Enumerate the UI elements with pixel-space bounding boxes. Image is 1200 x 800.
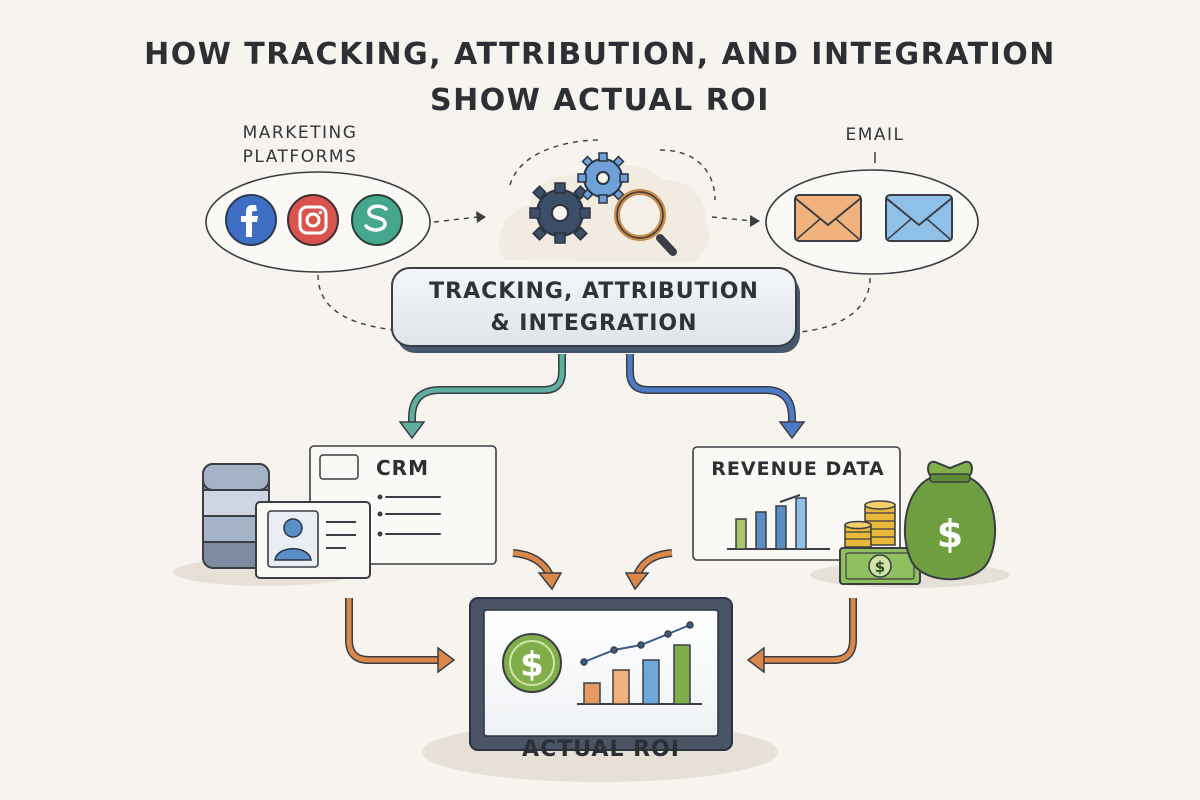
email-label: EMAIL (845, 125, 905, 145)
title-line-2: SHOW ACTUAL ROI (430, 83, 770, 118)
growth-chart-icon (577, 621, 702, 705)
hub-box (391, 267, 797, 347)
revenue-data-label: REVENUE DATA (711, 458, 885, 480)
email-group (765, 152, 979, 275)
orange-arrow-revenue-left (746, 598, 857, 674)
s-logo-icon (351, 194, 403, 246)
crm-label: CRM (376, 456, 429, 480)
title-line-1: HOW TRACKING, ATTRIBUTION, AND INTEGRATI… (144, 37, 1056, 72)
marketing-label-line-2: PLATFORMS (242, 147, 358, 167)
coin-stack-icon (844, 500, 896, 548)
marketing-label-line-1: MARKETING (242, 123, 358, 143)
gear-small-icon (577, 152, 629, 204)
dashed-connectors (317, 139, 871, 333)
roi-group: $ (422, 597, 778, 782)
dollar-coin-icon: $ (502, 633, 562, 693)
envelope-orange-icon (794, 194, 862, 242)
bar-chart-icon (727, 494, 830, 550)
envelope-blue-icon (885, 194, 953, 242)
crm-lines (377, 494, 441, 537)
arrowhead-left (476, 211, 486, 223)
gear-icon (529, 182, 591, 244)
marketing-platforms-label: MARKETING PLATFORMS (190, 121, 410, 169)
facebook-icon (225, 194, 277, 246)
orange-arrow-crm-left (345, 598, 456, 674)
svg-text:$: $ (875, 558, 885, 576)
hub-label: TRACKING, ATTRIBUTION & INTEGRATION (392, 276, 796, 340)
crm-group (173, 445, 497, 586)
orange-arrow-crm-down (512, 549, 563, 591)
svg-text:$: $ (937, 512, 963, 556)
money-bag-icon: $ (903, 460, 997, 581)
hub-label-line-1: TRACKING, ATTRIBUTION (429, 279, 759, 304)
diagram-title: HOW TRACKING, ATTRIBUTION, AND INTEGRATI… (0, 32, 1200, 124)
orange-flow-arrows (345, 549, 857, 674)
blue-flow-arrow (626, 354, 806, 440)
magnifier-icon (614, 189, 677, 256)
arrowhead-right (750, 215, 760, 227)
marketing-platforms-group (205, 171, 431, 273)
crm-tab-outline (319, 454, 359, 480)
svg-text:$: $ (520, 645, 544, 685)
contact-card-icon (255, 501, 371, 579)
orange-arrow-revenue-down (624, 549, 673, 591)
hub-label-line-2: & INTEGRATION (490, 311, 698, 336)
teal-flow-arrow (398, 354, 566, 440)
instagram-icon (287, 194, 339, 246)
actual-roi-label: ACTUAL ROI (522, 737, 680, 762)
revenue-group: $ $ (692, 446, 1010, 588)
